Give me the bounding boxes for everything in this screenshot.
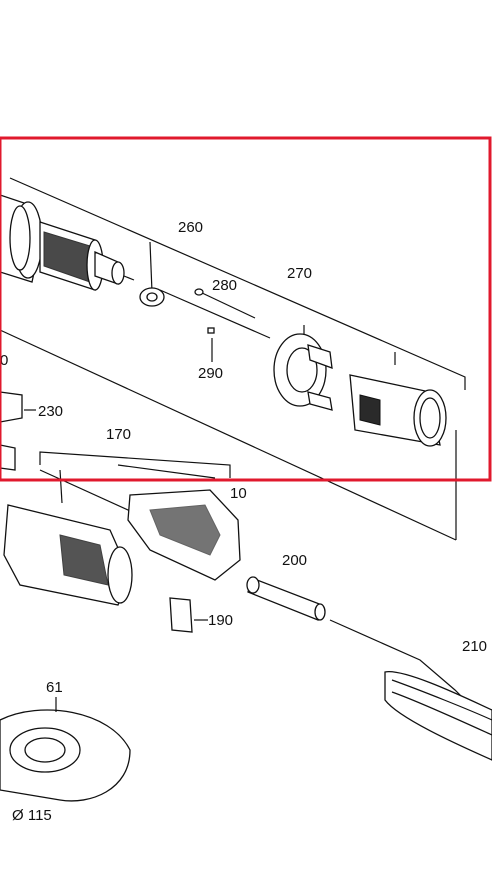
stator-part — [349, 374, 447, 447]
fan-baffle-part — [273, 333, 333, 411]
washer-part — [139, 287, 165, 307]
motor-housing-part — [3, 504, 133, 606]
label-230: 230 — [38, 403, 63, 420]
part-labels: 260 280 270 290 230 170 10 200 190 210 6… — [0, 219, 487, 824]
brush-part-190 — [169, 597, 208, 633]
highlight-box — [0, 136, 492, 482]
label-170: 170 — [106, 426, 131, 443]
wheel-guard-part — [0, 697, 131, 802]
label-210: 210 — [462, 638, 487, 655]
label-10: 10 — [230, 485, 247, 502]
label-260: 260 — [178, 219, 203, 236]
label-diameter: Ø 115 — [12, 807, 52, 824]
armature-part — [0, 194, 135, 291]
small-left-part — [0, 444, 16, 471]
cable-protector-part — [246, 576, 326, 621]
label-200: 200 — [282, 552, 307, 569]
assembly-leader-lines — [0, 177, 466, 541]
label-280: 280 — [212, 277, 237, 294]
label-190: 190 — [208, 612, 233, 629]
screw-part-280 — [194, 288, 256, 319]
power-cable-part — [329, 619, 492, 761]
small-part-290 — [207, 327, 215, 362]
part-230 — [0, 391, 36, 423]
label-61: 61 — [46, 679, 63, 696]
label-290: 290 — [198, 365, 223, 382]
label-270: 270 — [287, 265, 312, 282]
handle-half-part — [117, 464, 241, 581]
label-edge-partial: 0 — [0, 352, 8, 369]
bracket-170 — [39, 451, 231, 478]
